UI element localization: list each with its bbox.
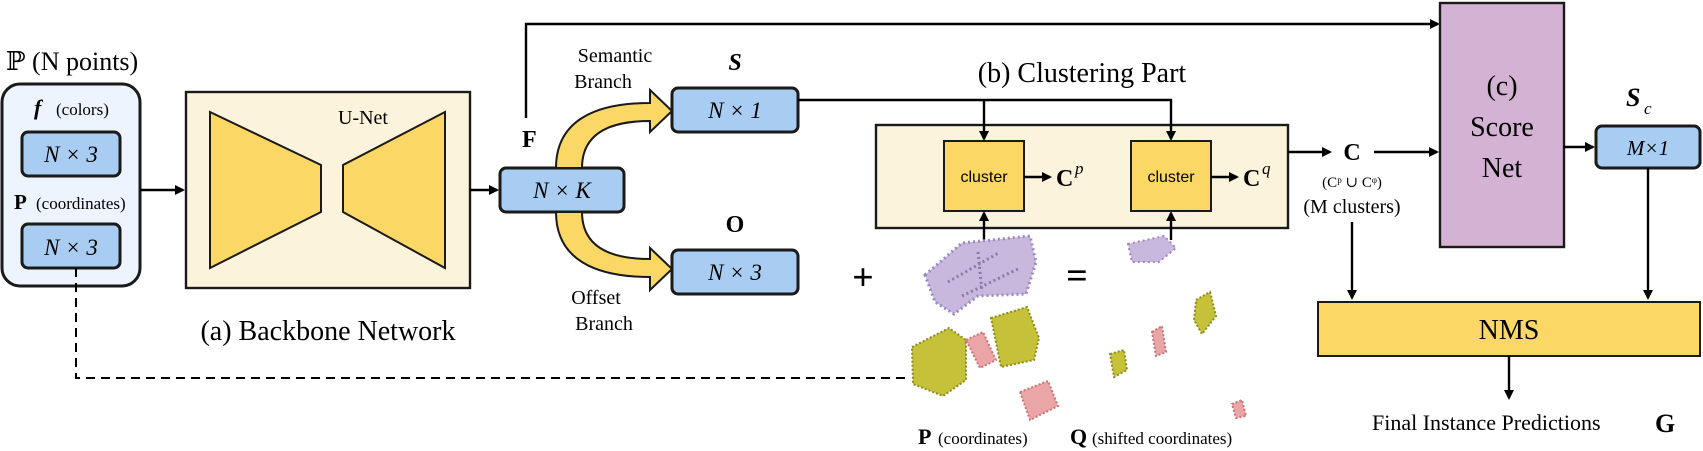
- p-symbol: P: [14, 190, 27, 214]
- cloud-p-olive-1: [910, 326, 967, 398]
- cloud-p-purple-detail: [947, 250, 1021, 298]
- offset-branch-arrow: [554, 211, 674, 293]
- cloud-q-purple: [1126, 234, 1178, 263]
- nms-box: [1317, 301, 1701, 357]
- cloud-q-olive-2: [1108, 348, 1129, 379]
- backbone-panel: U-Net (a) Backbone Network: [184, 90, 472, 347]
- features-symbol: F: [522, 127, 537, 153]
- cluster-1-box: [943, 140, 1025, 212]
- semantic-label-2: Branch: [574, 71, 632, 93]
- semantic-branch-arrow: [554, 87, 674, 169]
- f-label: (colors): [56, 100, 109, 119]
- f-dim: N × 3: [43, 142, 98, 167]
- scores-dim: M×1: [1626, 136, 1669, 160]
- scorenet-line2: Score: [1470, 112, 1534, 143]
- semantic-dim: N × 1: [707, 98, 762, 123]
- cloud-p-olive-2: [989, 305, 1041, 369]
- f-dim-box: [20, 130, 122, 178]
- p-dim-box: [20, 222, 122, 270]
- cloud-q-pink-2: [1230, 398, 1248, 420]
- q-caption-text: (shifted coordinates): [1092, 429, 1232, 448]
- scorenet-line1: (c): [1486, 71, 1517, 102]
- cluster-1-sup: p: [1074, 159, 1084, 178]
- features-dim: N × K: [532, 178, 592, 203]
- nms-label: NMS: [1479, 315, 1540, 346]
- unet-label: U-Net: [338, 107, 388, 129]
- scorenet-panel: (c) Score Net: [1438, 1, 1566, 249]
- cloud-p-pink-2: [1018, 379, 1060, 422]
- cloud-q-olive-1: [1192, 290, 1218, 336]
- semantic-dim-box: [670, 86, 800, 134]
- point-cloud-q: [1108, 234, 1248, 420]
- arrow-semantic-cluster-2: [798, 98, 1176, 141]
- cluster-2-out: C: [1243, 166, 1260, 192]
- dashed-link-coordinates: [75, 268, 908, 379]
- final-symbol: G: [1655, 409, 1675, 438]
- p-dim: N × 3: [43, 235, 98, 260]
- scorenet-line3: Net: [1482, 153, 1523, 184]
- unet-decoder: [342, 110, 446, 270]
- final-text: Final Instance Predictions: [1372, 410, 1601, 435]
- semantic-label-1: Semantic: [578, 45, 653, 67]
- p-caption-text: (coordinates): [938, 429, 1028, 448]
- f-symbol: f: [34, 95, 44, 120]
- unet-encoder: [209, 110, 322, 270]
- offset-dim-box: [670, 248, 800, 296]
- clusters-count: (M clusters): [1303, 196, 1400, 218]
- offset-dim: N × 3: [707, 260, 762, 285]
- cluster-1-out: C: [1056, 166, 1073, 192]
- point-cloud-p: [910, 234, 1060, 422]
- clusters-symbol: C: [1343, 140, 1360, 166]
- clustering-title: (b) Clustering Part: [978, 58, 1187, 89]
- q-caption-symbol: Q: [1070, 424, 1087, 449]
- offset-label-2: Branch: [575, 313, 633, 335]
- arrow-features-scorenet: [524, 19, 1440, 118]
- scores-symbol: S: [1626, 83, 1640, 112]
- cloud-p-pink-1: [964, 330, 998, 370]
- input-panel: ℙ (N points) f (colors) N × 3 P (coordin…: [0, 47, 142, 288]
- p-label: (coordinates): [36, 194, 126, 213]
- cloud-q-pink-1: [1150, 324, 1168, 358]
- clustering-panel: (b) Clustering Part cluster C p cluster …: [874, 58, 1290, 230]
- plus-sign: +: [852, 257, 874, 299]
- input-title: ℙ (N points): [6, 47, 138, 76]
- equals-sign: =: [1066, 255, 1088, 297]
- p-caption-symbol: P: [918, 424, 931, 449]
- offset-symbol: O: [726, 212, 745, 238]
- cluster-1-label: cluster: [960, 169, 1008, 186]
- clusters-union: (Cᵖ ∪ Cᵠ): [1322, 175, 1382, 191]
- backbone-caption: (a) Backbone Network: [200, 316, 455, 347]
- offset-label-1: Offset: [571, 287, 621, 309]
- features-node: F N × K: [498, 127, 626, 214]
- cluster-2-sup: q: [1262, 159, 1271, 178]
- scorenet-box: [1438, 1, 1566, 249]
- semantic-symbol: S: [728, 50, 741, 76]
- cloud-p-purple: [923, 234, 1038, 316]
- cluster-2-label: cluster: [1147, 169, 1195, 186]
- scores-sub: c: [1644, 99, 1652, 118]
